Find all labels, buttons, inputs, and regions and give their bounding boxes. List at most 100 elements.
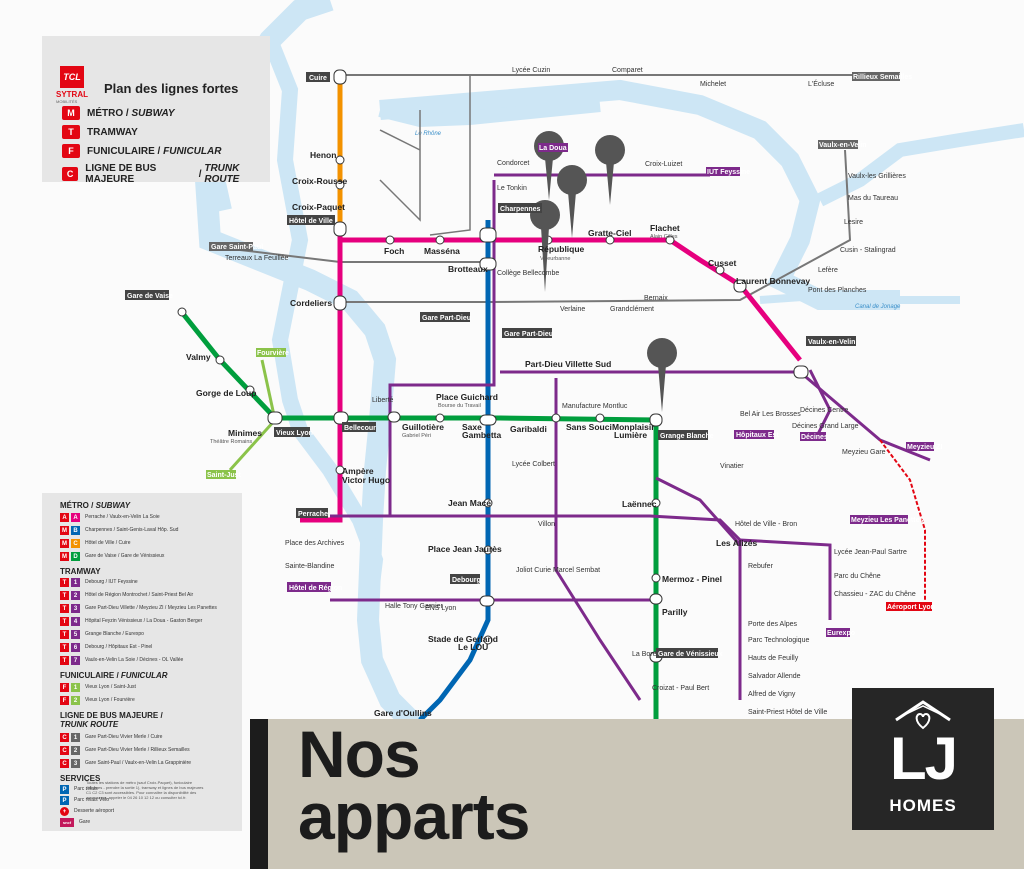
legend-tram-label: TRAMWAY xyxy=(87,126,138,138)
station-le-tonkin: Le Tonkin xyxy=(497,185,527,192)
lb-metro-b-badge: B xyxy=(71,526,80,535)
station-la-doua: La Doua xyxy=(539,145,567,152)
tram-t2-south xyxy=(330,514,742,700)
pin-3 xyxy=(557,165,587,238)
tram-t7 xyxy=(808,369,832,441)
parking-icon: P xyxy=(60,785,69,794)
station-bellecour: Bellecour xyxy=(344,425,376,432)
station-debourg: Debourg xyxy=(452,577,481,584)
house-heart-icon xyxy=(895,700,951,730)
station-part-dieu-vivier: Gare Part-Dieu xyxy=(422,315,471,322)
lb-tram-title: TRAMWAY xyxy=(60,567,101,576)
lb-services-title: SERVICES xyxy=(60,774,101,783)
station-gare-oullins: Gare d'Oullins xyxy=(374,708,432,718)
station-decines-centre: Décines Centre xyxy=(800,407,848,414)
lb-funi-title-en: FUNICULAR xyxy=(120,671,168,680)
station-meyzieu-gare: Meyzieu Gare xyxy=(842,449,886,456)
station-hauts-feuilly: Hauts de Feuilly xyxy=(748,655,799,662)
lb-tram-4-text: Hôpital Feyzin Vénissieux / La Doua - Ga… xyxy=(85,617,203,624)
sytral-brand-text: SYTRAL xyxy=(56,90,88,99)
tram-t5 xyxy=(739,538,832,620)
station-jean-mace: Jean Macé xyxy=(448,498,491,508)
station-ampere: Ampère xyxy=(342,466,374,476)
station-croix-paquet: Croix-Paquet xyxy=(292,202,345,212)
station-minimes-sub: Théâtre Romains xyxy=(210,439,252,445)
station-cordeliers: Cordeliers xyxy=(290,298,332,308)
station-stade-gerland: Stade de Gerland xyxy=(428,634,498,644)
lb-bus-title-text: LIGNE DE BUS MAJEURE / xyxy=(60,711,163,720)
lb-tram-7-text: Vaulx-en-Velin La Soie / Décines - OL Va… xyxy=(85,656,184,663)
lb-bus-c-badge: C xyxy=(60,746,69,755)
metro-badge: M xyxy=(62,106,80,120)
station-gare-venissieux: Gare de Vénissieux xyxy=(658,651,723,658)
bus-line-parc xyxy=(379,110,421,222)
lb-tram-3-text: Gare Part-Dieu Villette / Meyzieu ZI / M… xyxy=(85,604,217,611)
lb-tram-t-badge: T xyxy=(60,656,69,665)
station-massena: Masséna xyxy=(424,246,460,256)
lb-tram-3-badge: 3 xyxy=(71,604,80,613)
lb-metro-title-text: MÉTRO xyxy=(60,501,89,510)
legend-metro-label-en: SUBWAY xyxy=(131,107,175,119)
station-sans-souci: Sans Souci xyxy=(566,422,612,432)
station-vaulx-gilles: Vaulx-les Grillières xyxy=(848,173,906,180)
banner-title-line2: apparts xyxy=(298,779,530,853)
legend-metro-label: MÉTRO xyxy=(87,107,124,119)
station-vaulx-soie: Vaulx-en-Velin xyxy=(808,339,855,346)
station-valmy: Valmy xyxy=(186,352,211,362)
lb-tram-t-badge: T xyxy=(60,617,69,626)
station-laurent-bonnevay: Laurent Bonnevay xyxy=(736,276,810,286)
station-pont-planches: Pont des Planches xyxy=(808,287,867,294)
lb-bus-3-text: Gare Saint-Paul / Vaulx-en-Velin La Grap… xyxy=(85,759,192,766)
lb-metro-c-text: Hôtel de Ville / Cuire xyxy=(85,539,131,546)
lb-metro-title-en: SUBWAY xyxy=(95,501,131,510)
river-saone xyxy=(262,37,384,601)
station-decines-grand-large: Décines Grand Large xyxy=(792,423,859,430)
station-bel-air: Bel Air Les Brosses xyxy=(740,411,801,418)
lb-tram-5-text: Grange Blanche / Eurexpo xyxy=(85,630,144,637)
station-cusset: Cusset xyxy=(708,258,737,268)
station-rebufer: Rebufer xyxy=(748,563,774,570)
lb-metro-a-text: Perrache / Vaulx-en-Velin La Soie xyxy=(85,513,160,520)
banner-title-line1: Nos xyxy=(298,717,421,791)
station-parilly: Parilly xyxy=(662,607,688,617)
airport-icon: + xyxy=(60,807,69,816)
station-labels: Henon Croix-Rousse Croix-Paquet Foch Mas… xyxy=(186,67,916,718)
lb-tram-t-badge: T xyxy=(60,578,69,587)
tcl-logo: TCL xyxy=(60,66,84,88)
legend-title: Plan des lignes fortes xyxy=(104,81,239,96)
station-comparet: Comparet xyxy=(612,67,643,74)
station-sainte-blandine: Sainte-Blandine xyxy=(285,563,335,570)
sncf-icon: sncf xyxy=(60,818,74,827)
banner-title: Nos apparts xyxy=(298,717,530,853)
station-mas-taureau: Mas du Taureau xyxy=(848,195,898,202)
station-croix-rousse: Croix-Rousse xyxy=(292,176,348,186)
station-bernaix: Bernaix xyxy=(644,295,668,302)
station-chassieu: Chassieu - ZAC du Chêne xyxy=(834,591,916,598)
lb-funi-2-text: Vieux Lyon / Fourvière xyxy=(85,696,135,703)
lb-service-parc-text: Parc relais xyxy=(74,785,98,792)
station-saint-just: Saint-Just xyxy=(207,472,242,479)
banner-accent-bar xyxy=(250,719,268,869)
station-monplaisir: Monplaisir xyxy=(612,422,655,432)
legend-bus-label: LIGNE DE BUS MAJEURE xyxy=(85,163,157,185)
station-guillotiere-sub: Gabriel Péri xyxy=(402,433,431,439)
lb-metro-m-badge: M xyxy=(60,539,69,548)
lb-tram-1-badge: 1 xyxy=(71,578,80,587)
station-iut-feyssine: IUT Feyssine xyxy=(707,169,750,176)
station-liberte: Liberté xyxy=(372,397,394,404)
station-monplaisir-sub: Lumière xyxy=(614,430,647,440)
station-porte-alpes: Porte des Alpes xyxy=(748,621,798,628)
station-salvador: Salvador Allende xyxy=(748,673,801,680)
station-parc-techno: Parc Technologique xyxy=(748,637,809,644)
